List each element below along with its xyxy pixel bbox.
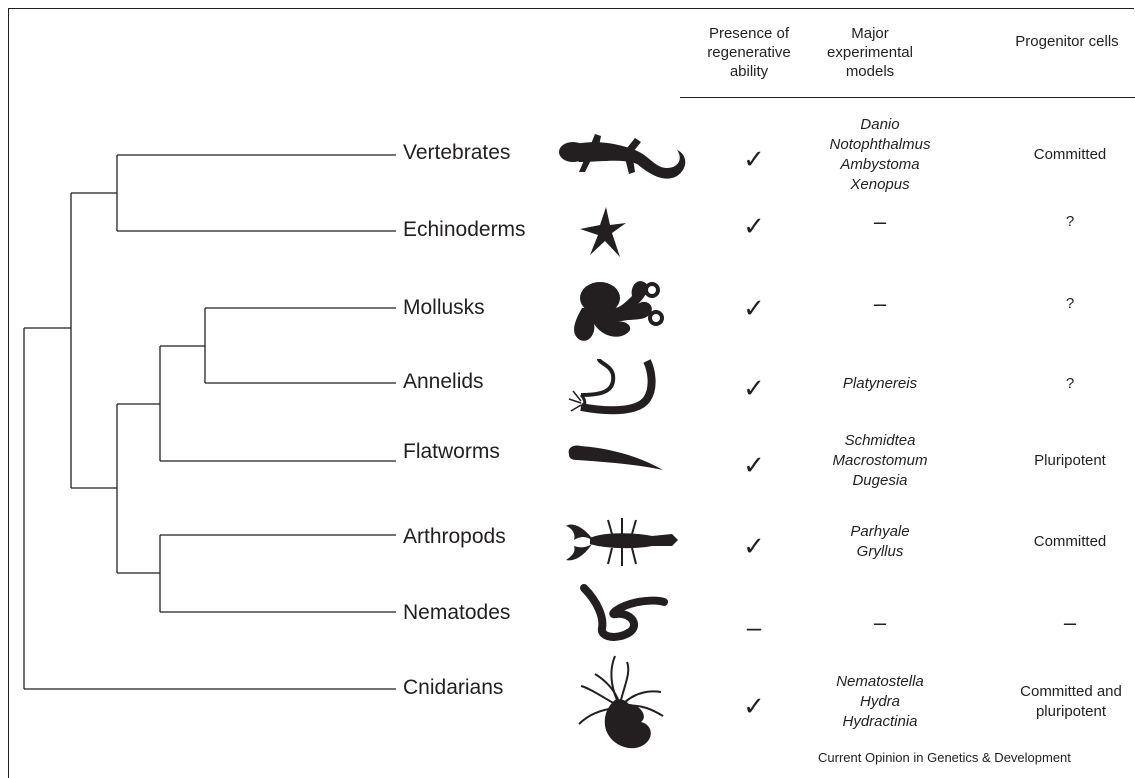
model-name: Parhyale xyxy=(790,522,970,542)
model-name: Ambystoma xyxy=(790,155,970,175)
model-name: Schmidtea xyxy=(790,431,970,451)
header-presence: Presence of regenerative ability xyxy=(690,24,808,81)
header-rule xyxy=(680,97,1135,98)
models-cell: – xyxy=(790,294,970,314)
progenitor-cell: Committed and pluripotent xyxy=(1016,682,1126,722)
taxon-label-cnidarians: Cnidarians xyxy=(403,676,503,700)
model-name: Dugesia xyxy=(790,471,970,491)
header-models: Major experimental models xyxy=(812,24,928,81)
model-name: – xyxy=(790,294,970,314)
taxon-label-arthropods: Arthropods xyxy=(403,525,506,549)
presence-cell: ✓ xyxy=(724,211,784,241)
progenitor-cell: Pluripotent xyxy=(1010,451,1130,471)
progenitor-cell: Committed xyxy=(1010,145,1130,165)
progenitor-cell: Committed xyxy=(1010,532,1130,552)
presence-cell: ✓ xyxy=(724,691,784,721)
presence-cell: ✓ xyxy=(724,450,784,480)
models-cell: – xyxy=(790,212,970,232)
salamander-icon xyxy=(555,128,695,188)
presence-cell: – xyxy=(724,612,784,642)
flatworm-icon xyxy=(565,440,665,474)
model-name: Nematostella xyxy=(790,672,970,692)
model-name: – xyxy=(790,212,970,232)
lobster-icon xyxy=(562,512,682,572)
nematode-icon xyxy=(578,582,668,642)
model-name: Hydractinia xyxy=(790,712,970,732)
model-name: Notophthalmus xyxy=(790,135,970,155)
taxon-label-annelids: Annelids xyxy=(403,370,484,394)
progenitor-cell: ? xyxy=(1010,374,1130,394)
model-name: Macrostomum xyxy=(790,451,970,471)
taxon-label-echinoderms: Echinoderms xyxy=(403,218,526,242)
taxon-label-mollusks: Mollusks xyxy=(403,296,485,320)
presence-cell: ✓ xyxy=(724,531,784,561)
progenitor-cell: ? xyxy=(1010,294,1130,314)
model-name: – xyxy=(790,613,970,633)
model-name: Platynereis xyxy=(790,374,970,394)
presence-cell: ✓ xyxy=(724,144,784,174)
taxon-label-flatworms: Flatworms xyxy=(403,440,500,464)
taxon-label-nematodes: Nematodes xyxy=(403,601,510,625)
presence-cell: ✓ xyxy=(724,293,784,323)
models-cell: – xyxy=(790,613,970,633)
progenitor-cell: – xyxy=(1010,613,1130,633)
source-credit: Current Opinion in Genetics & Developmen… xyxy=(818,750,1071,765)
worm-icon xyxy=(563,355,668,415)
starfish-icon xyxy=(578,205,628,260)
models-cell: Platynereis xyxy=(790,374,970,394)
model-name: Xenopus xyxy=(790,175,970,195)
progenitor-cell: ? xyxy=(1010,212,1130,232)
presence-cell: ✓ xyxy=(724,373,784,403)
model-name: Gryllus xyxy=(790,542,970,562)
header-progenitor: Progenitor cells xyxy=(1012,32,1122,51)
octopus-icon xyxy=(566,278,666,346)
model-name: Hydra xyxy=(790,692,970,712)
taxon-label-vertebrates: Vertebrates xyxy=(403,141,510,165)
model-name: Danio xyxy=(790,115,970,135)
hydra-icon xyxy=(575,650,670,755)
